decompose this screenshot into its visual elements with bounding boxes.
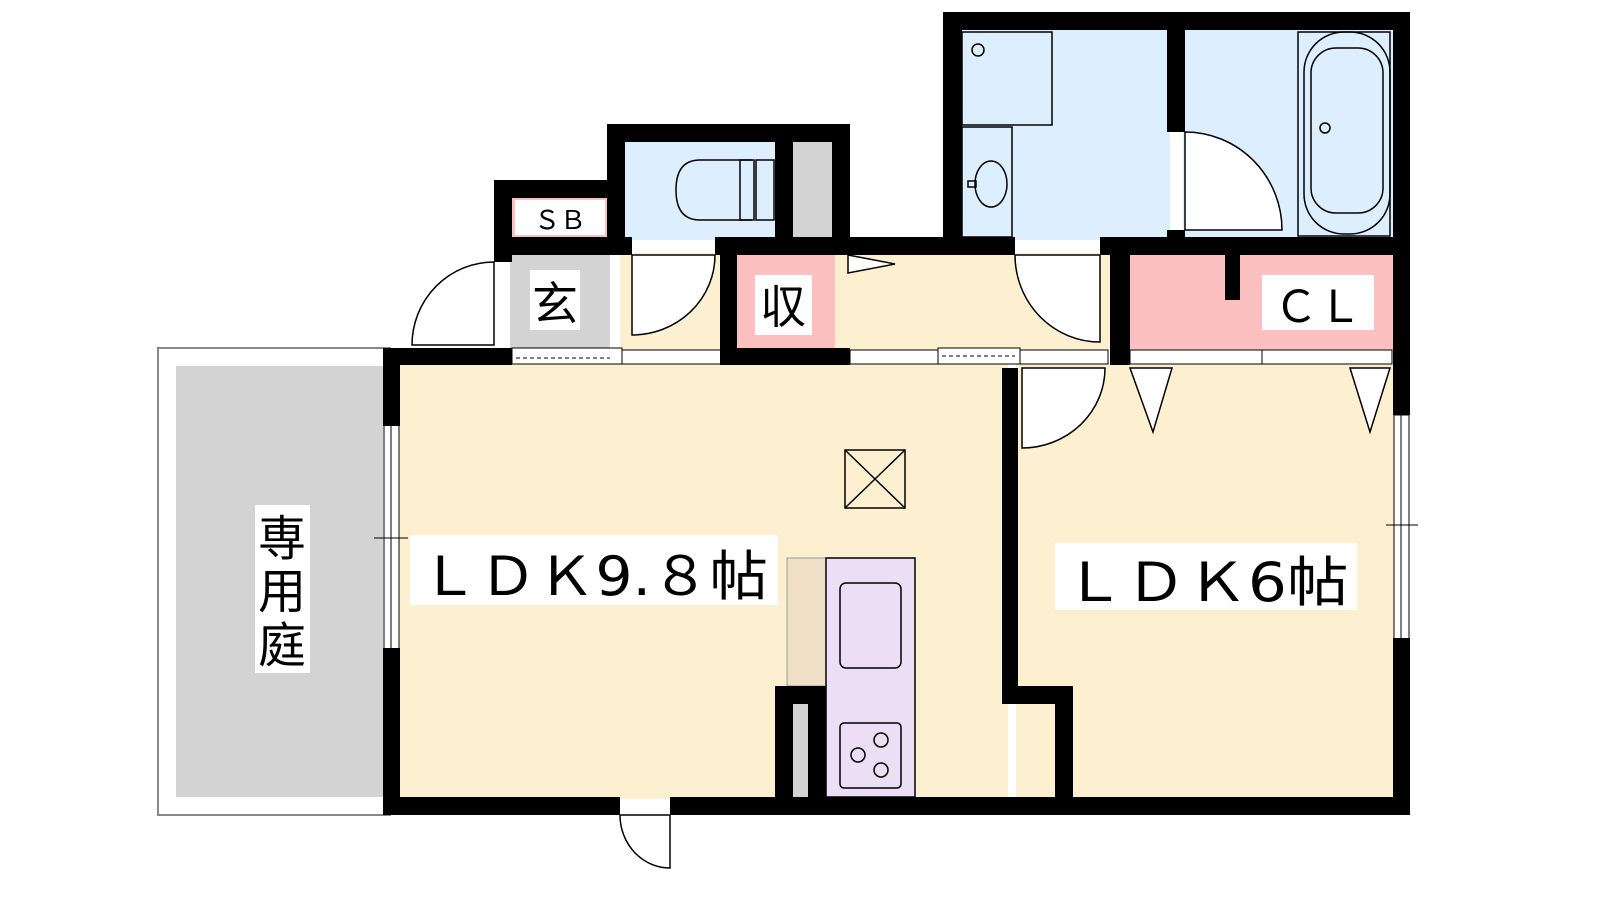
closet-door-left[interactable]: [1128, 367, 1174, 435]
bathtub-icon: [1297, 31, 1391, 237]
toilet-icon: [675, 159, 775, 221]
entrance-label: 玄: [532, 277, 578, 331]
shoe-box-label: ＳＢ: [534, 206, 586, 236]
ldk-second-door[interactable]: [1021, 367, 1106, 449]
garden-label-2: 用: [258, 564, 306, 620]
storage-label: 収: [760, 280, 806, 334]
sliding-doors[interactable]: [511, 347, 1393, 365]
toilet-floor: [623, 140, 778, 240]
garden-label-1: 専: [258, 511, 306, 567]
toilet-door[interactable]: [631, 254, 716, 336]
window-east[interactable]: [1386, 414, 1418, 641]
garden-label-3: 庭: [258, 618, 306, 674]
closet-door-right[interactable]: [1348, 367, 1392, 435]
bathroom-door[interactable]: [1184, 131, 1283, 231]
closet-label: ＣＬ: [1274, 282, 1362, 333]
front-door[interactable]: [411, 261, 495, 346]
toilet-shelf: [793, 140, 833, 240]
stove-icon: [839, 722, 902, 789]
ldk-main-label: ＬＤＫ9.８帖: [420, 545, 768, 608]
walls: [383, 12, 1410, 815]
pipe-space: [793, 704, 808, 797]
back-door[interactable]: [619, 814, 671, 869]
kitchen-counter: [786, 557, 916, 798]
ventilation-fan-icon: [844, 449, 906, 509]
sink-icon: [839, 582, 902, 669]
washroom-door[interactable]: [1014, 254, 1101, 343]
private-garden: 専 用 庭: [157, 347, 391, 816]
washroom-floor: [960, 28, 1170, 240]
storage-door[interactable]: [847, 254, 896, 274]
ldk-second-label: ＬＤＫ6帖: [1064, 551, 1349, 614]
